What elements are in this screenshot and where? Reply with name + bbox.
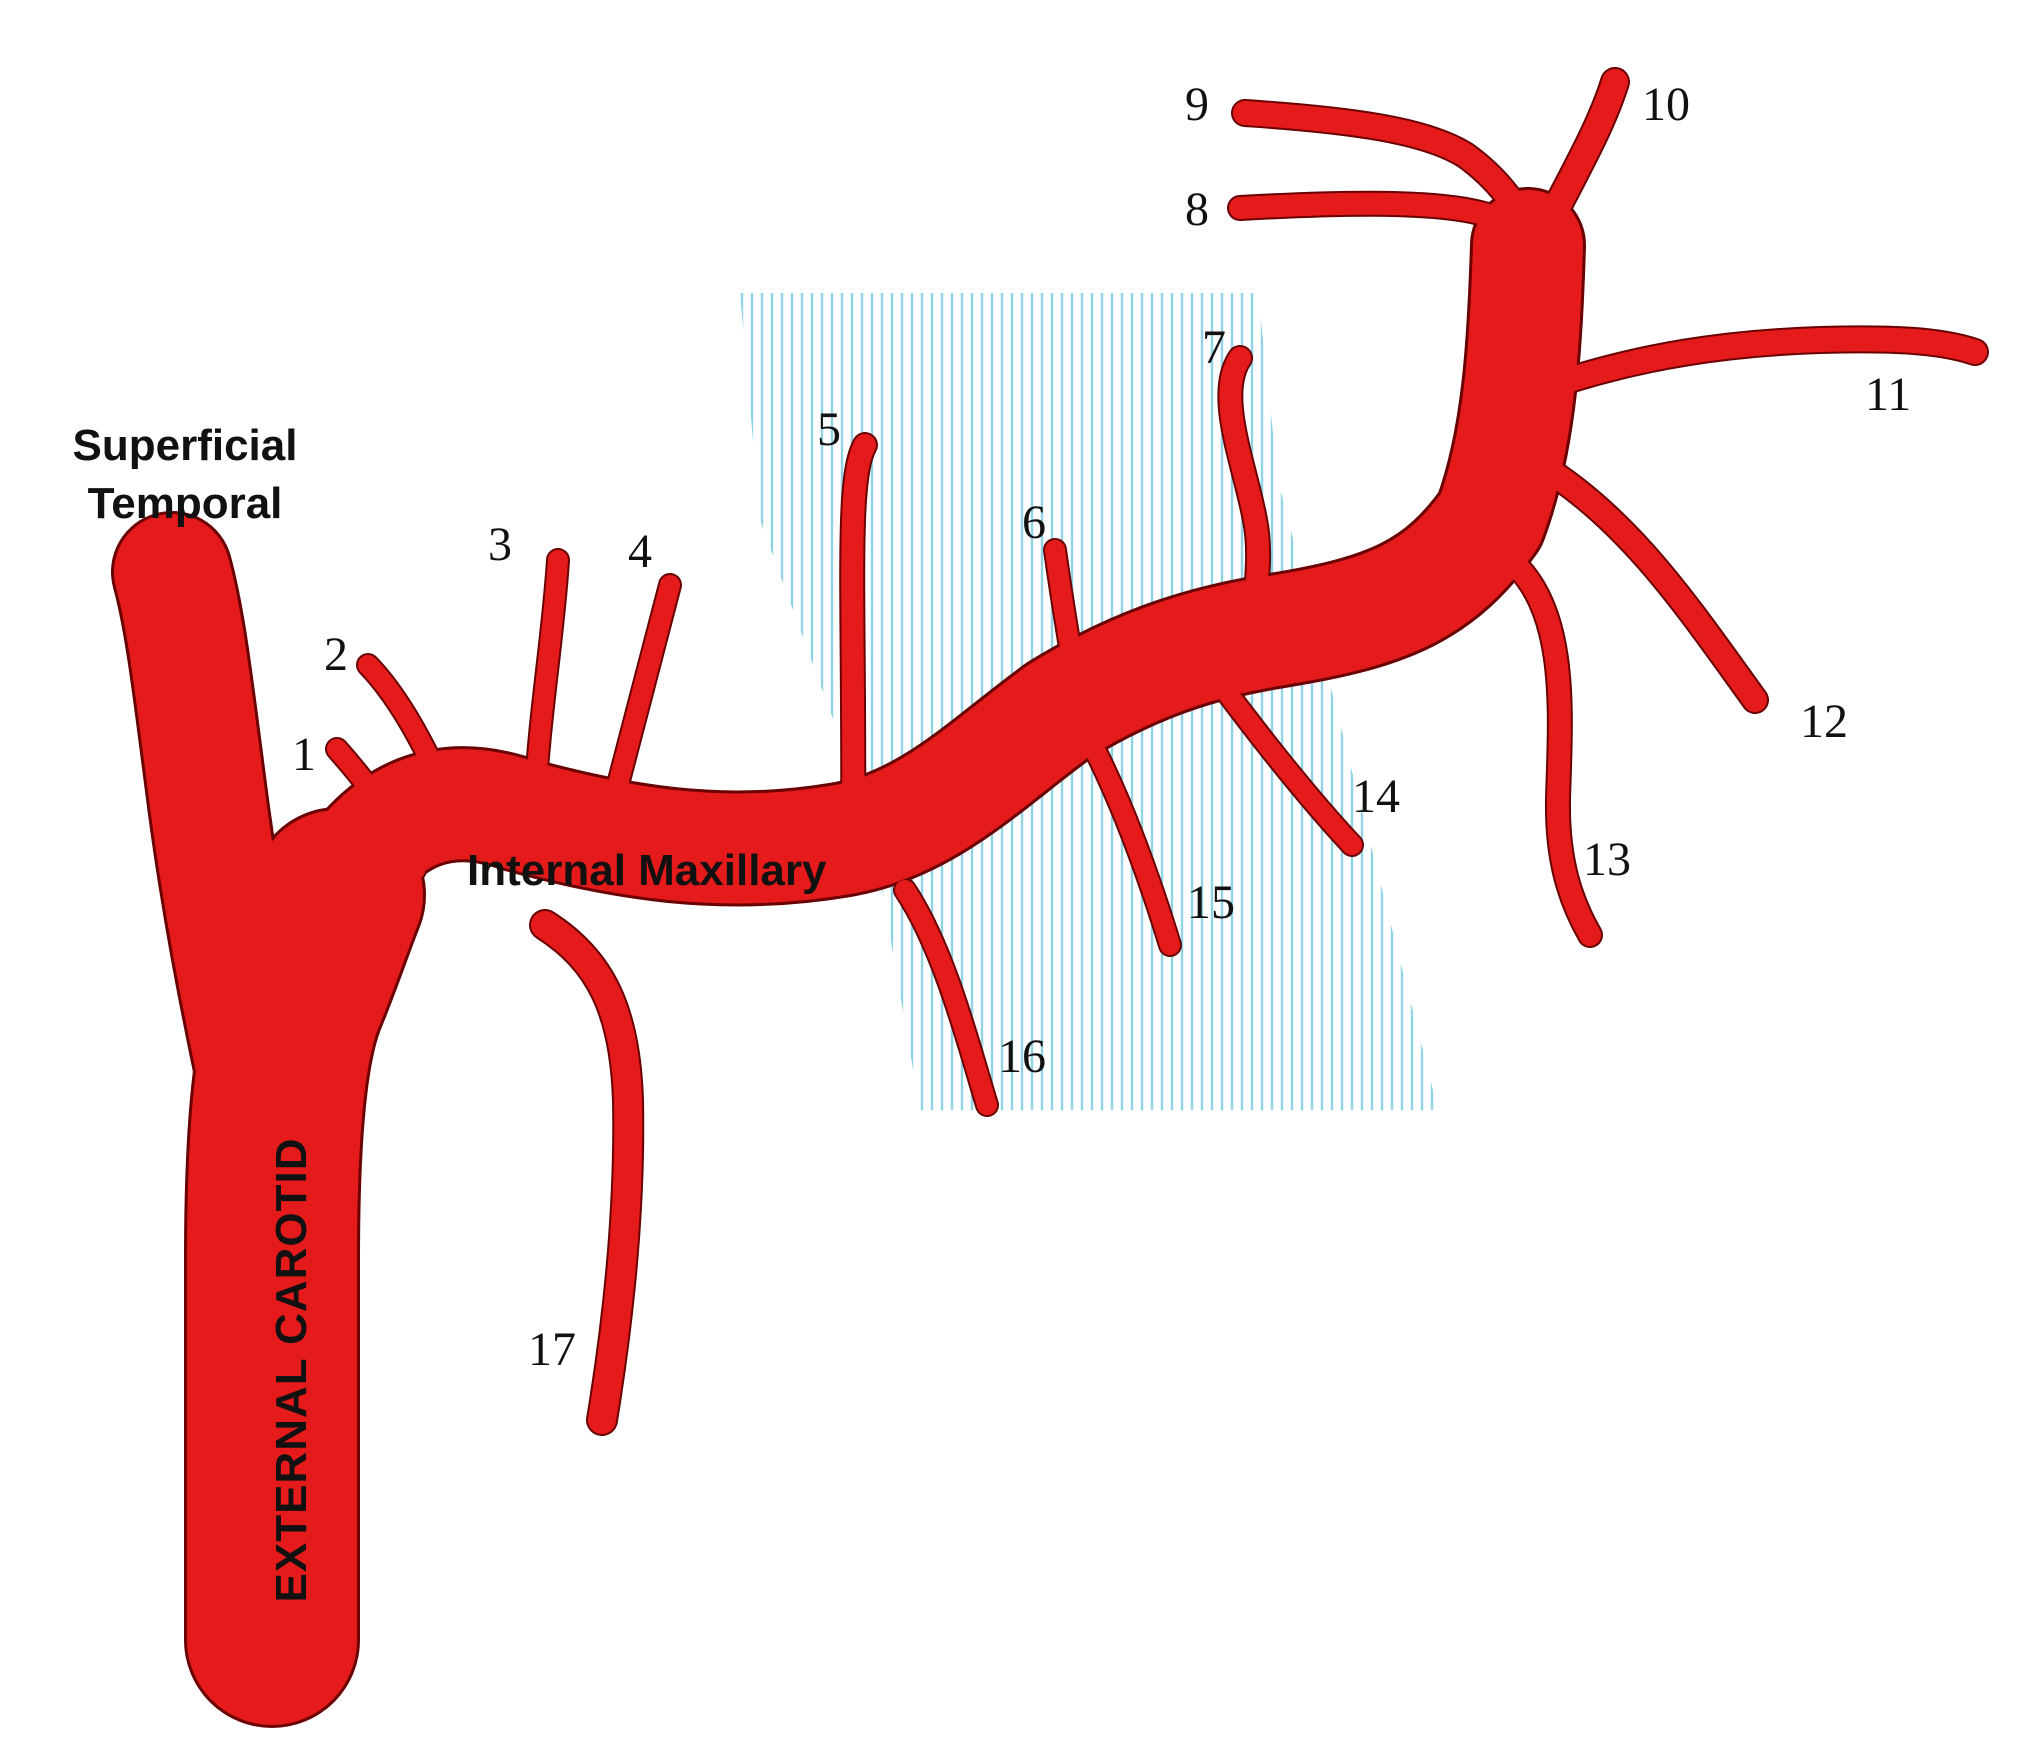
branch-number-5: 5 (817, 403, 841, 456)
branch-number-12: 12 (1800, 695, 1848, 748)
branch-number-14: 14 (1352, 770, 1400, 823)
branch-number-1: 1 (292, 728, 316, 781)
branch-number-6: 6 (1022, 496, 1046, 549)
branch-number-11: 11 (1865, 368, 1911, 421)
external-carotid-label: EXTERNAL CAROTID (267, 1138, 316, 1603)
internal-maxillary-label: Internal Maxillary (467, 846, 827, 895)
branch-number-13: 13 (1583, 833, 1631, 886)
branch-number-17: 17 (528, 1323, 576, 1376)
branch-number-7: 7 (1202, 321, 1226, 374)
branch-number-2: 2 (324, 628, 348, 681)
vessel-group (111, 67, 1989, 1728)
branch-number-15: 15 (1187, 876, 1235, 929)
branch-number-4: 4 (628, 525, 652, 578)
branch-number-16: 16 (998, 1030, 1046, 1083)
branch-number-8: 8 (1185, 183, 1209, 236)
superficial-temporal-label-line2: Temporal (88, 479, 283, 528)
branch-number-3: 3 (488, 518, 512, 571)
branch-number-10: 10 (1642, 78, 1690, 131)
superficial-temporal-label-line1: Superficial (73, 421, 298, 470)
branch-number-9: 9 (1185, 78, 1209, 131)
